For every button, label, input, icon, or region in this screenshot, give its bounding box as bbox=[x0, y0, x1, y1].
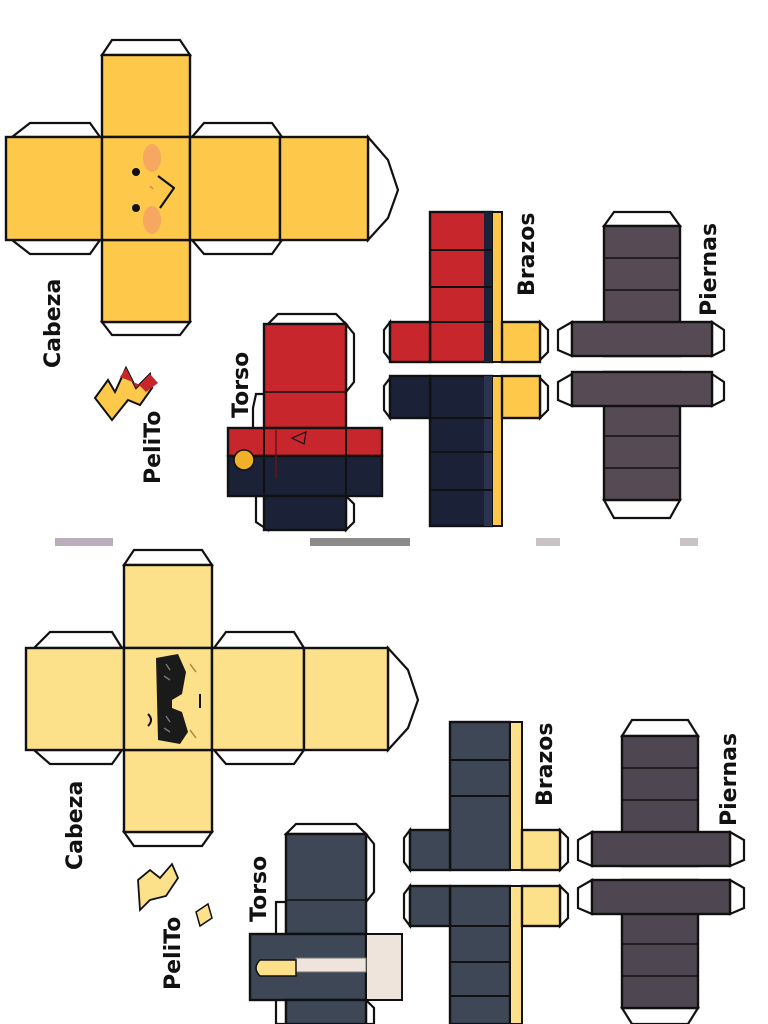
head-face bbox=[188, 135, 282, 242]
leg-tab bbox=[620, 718, 700, 738]
leg-tab bbox=[602, 498, 682, 520]
torso-face bbox=[262, 322, 348, 430]
leg-tab bbox=[576, 830, 594, 868]
torso-face bbox=[284, 832, 368, 936]
head-label: Cabeza bbox=[63, 781, 88, 870]
head-face bbox=[210, 646, 306, 752]
arm-face bbox=[448, 884, 512, 1024]
torso-face bbox=[284, 998, 368, 1024]
head-tab bbox=[211, 630, 306, 650]
torso-net-bottom bbox=[248, 822, 403, 1024]
arm-tab bbox=[538, 375, 550, 421]
head-tab bbox=[121, 830, 215, 848]
leg-tab bbox=[728, 830, 746, 868]
arm-face bbox=[408, 828, 452, 872]
torso-tab bbox=[364, 997, 376, 1024]
arm-face bbox=[500, 374, 542, 420]
head-net-bottom bbox=[24, 548, 420, 848]
head-label: Cabeza bbox=[41, 279, 66, 368]
torso-tab bbox=[265, 312, 349, 326]
torso-net-top bbox=[226, 312, 384, 533]
head-tab bbox=[189, 121, 285, 139]
head-tab bbox=[189, 238, 285, 256]
template-top: Cabeza Torso Brazos Piernas PeliTo bbox=[4, 38, 726, 533]
head-face bbox=[302, 646, 390, 752]
legs-net-bottom bbox=[576, 718, 746, 1024]
legs-label: Piernas bbox=[717, 733, 742, 826]
head-tab bbox=[121, 548, 215, 567]
legs-label: Piernas bbox=[697, 223, 722, 316]
leg-tab bbox=[576, 878, 594, 916]
arm-tab bbox=[558, 827, 570, 873]
leg-tab bbox=[620, 1006, 700, 1024]
leg-face bbox=[570, 370, 714, 408]
arm-face bbox=[520, 884, 562, 928]
leg-tab bbox=[710, 371, 726, 408]
leg-face bbox=[570, 320, 714, 358]
torso-tab bbox=[344, 493, 356, 533]
divider-strip bbox=[55, 538, 698, 546]
arm-tab bbox=[538, 319, 550, 363]
hair-label: PeliTo bbox=[161, 917, 186, 990]
head-tab bbox=[99, 38, 193, 57]
head-tab bbox=[211, 748, 307, 766]
arm-face bbox=[388, 320, 432, 364]
head-net-top bbox=[4, 38, 400, 337]
arms-net-bottom bbox=[402, 720, 570, 1024]
leg-face bbox=[590, 878, 732, 916]
leg-tab bbox=[556, 320, 574, 358]
hair-tufts-bottom bbox=[137, 862, 213, 928]
arms-label: Brazos bbox=[515, 213, 540, 296]
hair-crown-top bbox=[93, 365, 158, 422]
torso-label: Torso bbox=[247, 856, 272, 922]
head-face bbox=[4, 135, 104, 242]
template-bottom: Cabeza Torso Brazos Piernas PeliTo bbox=[24, 548, 746, 1024]
arm-tab bbox=[558, 883, 570, 929]
head-tab bbox=[99, 320, 193, 337]
hair-label: PeliTo bbox=[141, 411, 166, 484]
torso-tab bbox=[364, 830, 376, 906]
leg-tab bbox=[556, 372, 574, 408]
head-tab bbox=[8, 121, 103, 139]
torso-tab bbox=[283, 822, 369, 836]
arms-label: Brazos bbox=[533, 723, 558, 806]
arm-face bbox=[408, 884, 452, 928]
torso-tab bbox=[344, 320, 356, 396]
arm-face bbox=[500, 320, 542, 364]
legs-net-top bbox=[556, 210, 726, 520]
head-face bbox=[122, 748, 214, 834]
head-tab bbox=[31, 748, 125, 766]
arm-face bbox=[520, 828, 562, 872]
pocket-icon bbox=[255, 959, 297, 977]
face-smile bbox=[132, 144, 176, 234]
head-tab bbox=[386, 645, 420, 753]
head-face bbox=[100, 53, 192, 139]
torso-face bbox=[262, 494, 348, 532]
head-face bbox=[24, 646, 126, 752]
head-tab bbox=[31, 630, 124, 650]
leg-tab bbox=[710, 319, 726, 358]
head-tab bbox=[366, 134, 400, 243]
leg-tab bbox=[728, 878, 746, 916]
arm-face bbox=[388, 374, 432, 420]
leg-tab bbox=[601, 210, 683, 228]
head-face bbox=[278, 135, 370, 242]
sunglasses-icon bbox=[147, 654, 201, 744]
belt-buckle-icon bbox=[233, 449, 255, 471]
head-face bbox=[122, 563, 214, 650]
badge-icon bbox=[290, 431, 307, 445]
head-face bbox=[100, 238, 192, 324]
torso-label: Torso bbox=[229, 352, 254, 418]
arms-net-top bbox=[382, 210, 550, 528]
leg-face bbox=[590, 830, 732, 868]
head-tab bbox=[8, 238, 103, 256]
